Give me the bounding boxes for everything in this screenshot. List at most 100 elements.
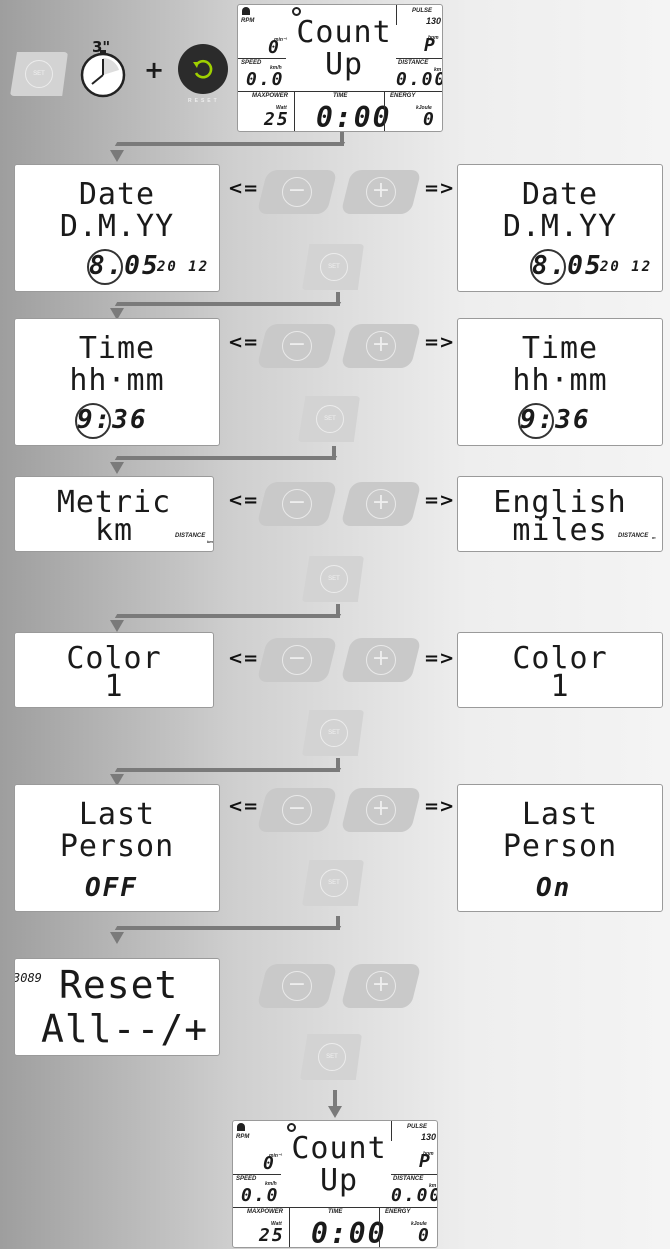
set-button[interactable]: SET	[302, 556, 364, 602]
blink-marker-icon	[75, 403, 111, 439]
speed-unit: km/h	[265, 1181, 277, 1187]
time-left-value: 9:36	[77, 405, 148, 435]
color-right-display: Color 1	[457, 632, 663, 708]
minus-button[interactable]: −	[256, 324, 338, 368]
set-button[interactable]: SET	[300, 1034, 362, 1080]
rpm-unit: min⁻¹	[274, 37, 288, 43]
time-right-value: 9:36	[520, 405, 591, 435]
plus-icon: +	[366, 489, 396, 519]
pulse-unit: bpm	[423, 1151, 434, 1157]
plus-icon: +	[366, 645, 396, 675]
set-button[interactable]: SET	[302, 244, 364, 290]
plus-button[interactable]: +	[340, 482, 422, 526]
stopwatch-icon: 3"	[78, 38, 134, 98]
lastperson-right-line1: Last	[521, 797, 599, 832]
units-left-display: Metric km DISTANCE km	[14, 476, 214, 552]
pulse-label: PULSE	[412, 8, 433, 14]
lastperson-left-line1: Last	[78, 797, 156, 832]
plus-button[interactable]: +	[340, 170, 422, 214]
energy-label: ENERGY	[390, 93, 416, 99]
right-arrow-label: =>	[424, 490, 455, 511]
maxpower-value: 25	[259, 1225, 285, 1246]
units-left-line1: Metric	[56, 485, 172, 520]
rpm-label: RPM	[236, 1134, 250, 1140]
minus-icon: −	[282, 645, 312, 675]
time-right-display: Time hh·mm 9:36	[457, 318, 663, 446]
time-right-line1: Time	[521, 331, 599, 366]
units-right-display: English miles DISTANCE m	[457, 476, 663, 552]
plus-button[interactable]: +	[340, 964, 422, 1008]
minus-icon: −	[282, 331, 312, 361]
plus-button[interactable]: +	[340, 638, 422, 682]
cycle-icon	[292, 7, 301, 16]
date-right-line2: D.M.YY	[502, 209, 618, 244]
reset-button[interactable]	[178, 44, 228, 94]
time-label: TIME	[333, 93, 348, 99]
left-arrow-label: <=	[228, 490, 259, 511]
plus-icon: +	[366, 331, 396, 361]
units-left-line2: km	[94, 513, 134, 548]
minus-icon: −	[282, 489, 312, 519]
left-arrow-label: <=	[228, 648, 259, 669]
lcd-line2: Up	[324, 47, 364, 82]
cycle-icon	[287, 1123, 296, 1132]
plus-sign: +	[144, 56, 165, 84]
energy-label: ENERGY	[385, 1209, 411, 1215]
set-circle-icon: SET	[25, 60, 53, 88]
plus-button[interactable]: +	[340, 324, 422, 368]
minus-button[interactable]: −	[256, 964, 338, 1008]
lcd-line2: Up	[319, 1163, 359, 1198]
minus-icon: −	[282, 177, 312, 207]
pulse-unit: bpm	[428, 35, 439, 41]
minus-button[interactable]: −	[256, 788, 338, 832]
user-icon	[237, 1123, 245, 1131]
reset-line2: All--/+	[41, 1007, 209, 1051]
plus-button[interactable]: +	[340, 788, 422, 832]
color-left-line1: Color	[66, 641, 162, 676]
minus-button[interactable]: −	[256, 638, 338, 682]
set-icon: SET	[320, 565, 348, 593]
user-icon	[242, 7, 250, 15]
lastperson-left-value: OFF	[85, 873, 138, 903]
pulse-max: 130	[426, 16, 442, 26]
left-arrow-label: <=	[228, 178, 259, 199]
speed-label: SPEED	[241, 60, 262, 66]
color-left-display: Color 1	[14, 632, 214, 708]
speed-unit: km/h	[270, 65, 282, 71]
blink-marker-icon	[518, 403, 554, 439]
time-label: TIME	[328, 1209, 343, 1215]
set-button[interactable]: SET	[298, 396, 360, 442]
lastperson-right-display: Last Person On	[457, 784, 663, 912]
minus-button[interactable]: −	[256, 482, 338, 526]
set-button[interactable]: SET	[302, 860, 364, 906]
time-right-line2: hh·mm	[512, 363, 608, 398]
minus-button[interactable]: −	[256, 170, 338, 214]
time-value: 0:00	[311, 1217, 387, 1248]
distance-label: DISTANCE	[618, 533, 649, 539]
set-icon: SET	[318, 1043, 346, 1071]
rpm-label: RPM	[241, 18, 255, 24]
set-button-start[interactable]: SET	[10, 52, 68, 96]
rpm-unit: min⁻¹	[269, 1153, 283, 1159]
set-button[interactable]: SET	[302, 710, 364, 756]
time-value: 0:00	[316, 101, 392, 132]
date-left-line2: D.M.YY	[59, 209, 175, 244]
speed-value: 0.0	[246, 69, 285, 90]
color-left-line2: 1	[104, 669, 124, 704]
time-left-display: Time hh·mm 9:36	[14, 318, 220, 446]
right-arrow-label: =>	[424, 796, 455, 817]
color-right-line2: 1	[550, 669, 570, 704]
lcd-line1: Count	[296, 15, 392, 50]
minus-icon: −	[282, 971, 312, 1001]
lastperson-right-line2: Person	[502, 829, 618, 864]
left-arrow-label: <=	[228, 796, 259, 817]
date-right-value: 8.05	[532, 251, 603, 281]
date-left-display: Date D.M.YY 8.05 20 12	[14, 164, 220, 292]
lcd-display-top: RPM min⁻¹ 0 SPEED km/h 0.0 MAXPOWER Watt…	[237, 4, 443, 132]
distance-unit: m	[652, 535, 656, 540]
lastperson-left-display: Last Person OFF	[14, 784, 220, 912]
blink-marker-icon	[87, 249, 123, 285]
pulse-value: P	[424, 35, 437, 56]
lcd-display-bottom: RPM min⁻¹ 0 SPEED km/h 0.0 MAXPOWER Watt…	[232, 1120, 438, 1248]
reset-button-label: RESET	[188, 98, 220, 104]
